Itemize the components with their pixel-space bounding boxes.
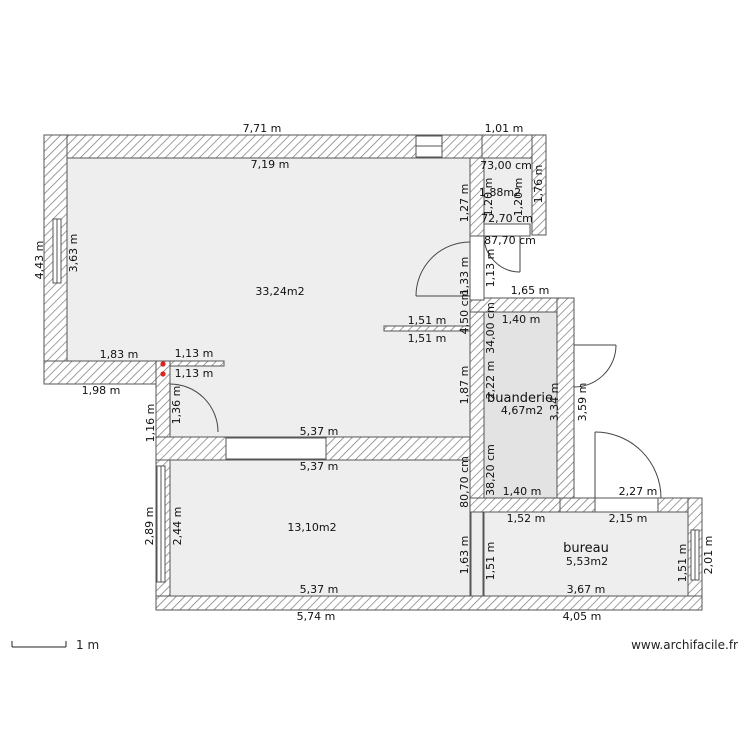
office-floor	[484, 512, 689, 596]
room-area-office: 5,53m2	[566, 555, 608, 568]
wall-laundry-bottom	[469, 497, 575, 513]
dim-laundry-right-inner: 3,34 m	[548, 383, 561, 422]
dim-office-right-inner: 1,51 m	[676, 544, 689, 583]
door-office	[594, 431, 662, 499]
wall-bottom-left	[43, 360, 171, 385]
floors	[66, 157, 689, 596]
door-passage	[483, 235, 521, 273]
dim-left-inner: 3,63 m	[67, 234, 80, 273]
dimension-labels: 7,71 m 7,19 m 1,01 m 73,00 cm 72,70 cm 8…	[82, 122, 658, 623]
room-name-office: bureau	[563, 541, 609, 556]
dim-top-inner: 7,19 m	[251, 158, 290, 171]
main-room-floor-lower	[170, 357, 470, 437]
dimension-labels-vertical: 4,43 m 3,63 m 1,27 m 1,33 m 4,50 cm 1,87…	[33, 165, 715, 583]
opening-office-door	[594, 497, 659, 513]
dim-office-bottom-outer: 4,05 m	[563, 610, 602, 623]
dim-closet-side-a: 1,20 m	[482, 178, 495, 217]
room-area-laundry: 4,67m2	[501, 404, 543, 417]
dim-bedroom-left-inner: 2,44 m	[171, 507, 184, 546]
dim-closet-side-outer: 1,76 m	[532, 165, 545, 204]
dim-bedroom-bottom-outer: 5,74 m	[297, 610, 336, 623]
dim-partition-a: 1,51 m	[408, 314, 447, 327]
dim-laundry-left-a: 34,00 cm	[484, 302, 497, 354]
bedroom-floor	[170, 460, 470, 596]
dim-stub-outer: 1,98 m	[82, 384, 121, 397]
laundry-floor	[484, 312, 557, 500]
scale-bar: 1 m	[11, 638, 99, 652]
dim-bedroom-gap: 80,70 cm	[458, 456, 471, 508]
dim-top-outer: 7,71 m	[243, 122, 282, 135]
dim-stub-c: 1,13 m	[175, 367, 214, 380]
dim-laundry-left-c: 38,20 cm	[484, 444, 497, 496]
dim-bedroom-bottom-inner: 5,37 m	[300, 583, 339, 596]
opening-closet	[483, 223, 531, 237]
room-name-laundry: buanderie	[487, 391, 553, 406]
dim-main-right-low: 1,87 m	[458, 366, 471, 405]
partition-wall	[383, 325, 471, 332]
door-main-right	[415, 241, 471, 297]
wall-laundry-left	[469, 311, 485, 499]
dim-left-outer: 4,43 m	[33, 241, 46, 280]
dim-main-right-door: 1,33 m	[458, 257, 471, 296]
room-area-closet: 1,88m2	[479, 186, 521, 199]
stub-wall	[169, 360, 225, 367]
dim-closet-bottom: 72,70 cm	[481, 212, 533, 225]
dim-office-top-right: 2,15 m	[609, 512, 648, 525]
dim-bedroom-top-a: 5,37 m	[300, 425, 339, 438]
dim-laundry-left-b: 2,22 m	[484, 361, 497, 400]
room-area-bedroom: 13,10m2	[287, 521, 336, 534]
dim-bedroom-left-outer: 2,89 m	[143, 507, 156, 546]
dim-main-right-top: 1,27 m	[458, 184, 471, 223]
dim-closet-side-b: 1,20 m	[512, 178, 525, 217]
dim-laundry-right-outer: 3,59 m	[576, 383, 589, 422]
closet-floor	[482, 157, 532, 235]
marker-dot	[160, 371, 166, 377]
dim-bedroom-right: 1,63 m	[458, 536, 471, 575]
dim-stub-b: 1,13 m	[175, 347, 214, 360]
wall-bottom	[155, 595, 703, 611]
dim-office-right-outer: 2,01 m	[702, 536, 715, 575]
dim-closet-width: 1,01 m	[485, 122, 524, 135]
dim-hall-inner: 1,36 m	[170, 386, 183, 425]
dim-hall-outer: 1,16 m	[144, 404, 157, 443]
marker-dot	[160, 361, 166, 367]
dim-office-top-outer: 2,27 m	[619, 485, 658, 498]
dim-bedroom-top-b: 5,37 m	[300, 460, 339, 473]
dim-passage-width: 87,70 cm	[484, 234, 536, 247]
dim-partition-b: 1,51 m	[408, 332, 447, 345]
dim-laundry-bottom: 1,40 m	[503, 485, 542, 498]
dim-closet-top: 73,00 cm	[480, 159, 532, 172]
doors	[169, 235, 662, 499]
site-credit[interactable]: www.archifacile.fr	[631, 638, 738, 652]
door-hall	[169, 383, 219, 433]
dim-passage-side: 1,13 m	[484, 249, 497, 288]
openings	[52, 135, 700, 597]
room-labels: 33,24m2 1,88m2 buanderie 4,67m2 13,10m2 …	[255, 186, 608, 568]
dim-stub-a: 1,83 m	[100, 348, 139, 361]
dim-office-bottom-inner: 3,67 m	[567, 583, 606, 596]
wall-closet-right	[531, 134, 547, 236]
dim-laundry-top-inner: 1,40 m	[502, 313, 541, 326]
opening-passage	[469, 235, 485, 301]
door-laundry	[573, 344, 617, 388]
scale-label: 1 m	[76, 638, 99, 652]
room-area-main: 33,24m2	[255, 285, 304, 298]
dim-office-left: 1,51 m	[484, 542, 497, 581]
dim-small-wall: 4,50 cm	[458, 290, 471, 335]
dim-laundry-top-outer: 1,65 m	[511, 284, 550, 297]
opening-bedroom-right	[470, 511, 484, 597]
opening-mid	[225, 437, 327, 460]
wall-top-closet	[481, 134, 533, 159]
dim-office-top-left: 1,52 m	[507, 512, 546, 525]
